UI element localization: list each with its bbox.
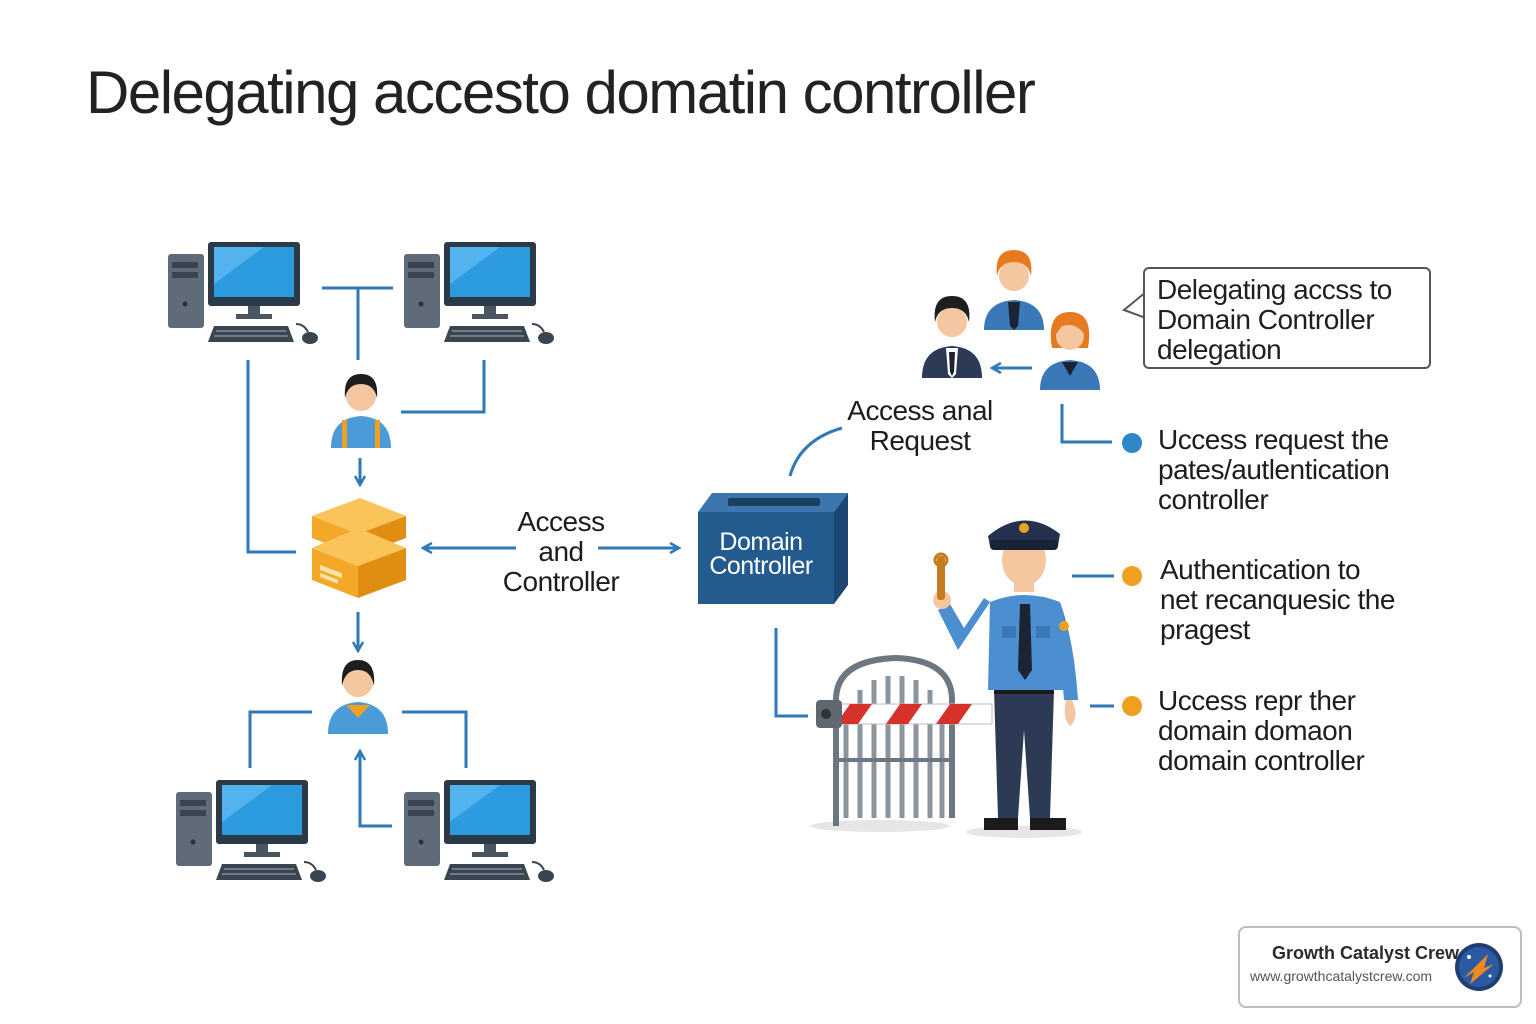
label-line: Controller xyxy=(502,566,620,597)
brand-logo-icon xyxy=(1455,943,1503,991)
label-line: and xyxy=(538,536,584,567)
user-group-icon xyxy=(922,250,1100,390)
callout-line: Delegating accss to xyxy=(1157,274,1392,305)
label-line: Request xyxy=(869,425,971,456)
folder-stack-icon xyxy=(312,498,406,598)
user-icon xyxy=(328,660,388,734)
label-line: Access xyxy=(517,506,605,537)
domain-controller-box-icon xyxy=(698,493,848,604)
step-bullet xyxy=(1122,696,1142,716)
step-line: controller xyxy=(1158,484,1269,515)
user-icon xyxy=(331,374,391,448)
desktop-computer-icon xyxy=(403,779,555,883)
label-line: Domain xyxy=(719,528,803,556)
callout-text: Delegating accss to Domain Controller de… xyxy=(1157,275,1392,365)
brand-name: Growth Catalyst Crew xyxy=(1272,943,1460,963)
step-line: domain controller xyxy=(1158,745,1365,776)
step-line: Uccess request the xyxy=(1158,424,1389,455)
desktop-computer-icon xyxy=(175,779,327,883)
brand-url[interactable]: www.growthcatalystcrew.com xyxy=(1250,968,1433,984)
diagram-title: Delegating accestо domatin controller xyxy=(86,59,1036,126)
step-line: pragest xyxy=(1160,614,1250,645)
domain-controller-label: Domain Controller xyxy=(698,528,824,580)
gate-barrier-icon xyxy=(810,654,993,832)
step-line: net recanquesic the xyxy=(1160,584,1395,615)
step-line: domain domaon xyxy=(1158,715,1353,746)
step-2-text: Authentication to net recanquesic the pr… xyxy=(1160,555,1395,645)
callout-line: Domain Controller xyxy=(1157,304,1375,335)
callout-line: delegation xyxy=(1157,334,1282,365)
step-line: Authentication to xyxy=(1160,554,1361,585)
access-and-controller-label: Access and Controller xyxy=(486,507,636,597)
label-line: Access anal xyxy=(847,395,993,426)
step-line: pates/autlentication xyxy=(1158,454,1390,485)
step-bullet xyxy=(1122,566,1142,586)
step-1-text: Uccess request the pates/autlentication … xyxy=(1158,424,1390,515)
label-line: Controller xyxy=(709,552,813,580)
access-request-label: Access anal Request xyxy=(840,396,1000,456)
callout-box xyxy=(1143,267,1431,369)
step-3-text: Uccess repr ther domain domaon domain co… xyxy=(1158,685,1365,776)
security-guard-icon xyxy=(933,520,1082,838)
desktop-computer-icon xyxy=(167,241,319,345)
desktop-computer-icon xyxy=(403,241,555,345)
network-connectors xyxy=(246,286,1114,828)
step-bullet xyxy=(1122,433,1142,453)
step-line: Uccess repr ther xyxy=(1158,685,1356,716)
